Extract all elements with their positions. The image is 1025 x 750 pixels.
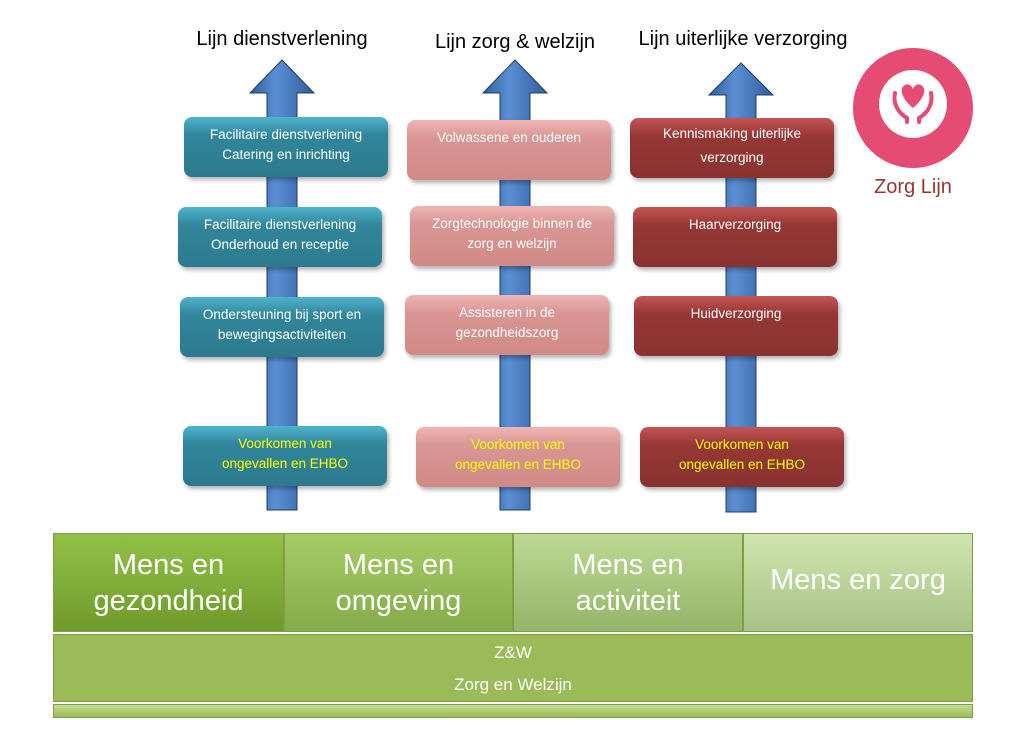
module-line: activiteit bbox=[575, 584, 681, 617]
course-box-ehbo: Voorkomen van ongevallen en EHBO bbox=[640, 427, 844, 487]
heart-in-hands-icon bbox=[853, 48, 973, 168]
base-footer-bar bbox=[53, 704, 973, 718]
module-line: gezondheid bbox=[93, 584, 244, 617]
course-box: Haarverzorging bbox=[633, 207, 837, 267]
column-title-dienstverlening: Lijn dienstverlening bbox=[196, 28, 368, 50]
course-line: Ondersteuning bij sport en bbox=[202, 307, 362, 322]
course-line: Voorkomen van bbox=[695, 437, 789, 452]
arrow-up-icon bbox=[707, 62, 775, 513]
course-line: Volwassene en ouderen bbox=[436, 130, 582, 145]
course-box: Volwassene en ouderen bbox=[407, 120, 611, 180]
course-line: verzorging bbox=[700, 150, 764, 165]
course-line: Facilitaire dienstverlening bbox=[209, 127, 363, 142]
base-zorg-en-welzijn: Z&W Zorg en Welzijn bbox=[53, 634, 973, 702]
course-line: gezondheidszorg bbox=[455, 325, 559, 340]
logo-label: Zorg Lijn bbox=[874, 176, 952, 198]
course-line: ongevallen en EHBO bbox=[454, 457, 582, 472]
base-name: Zorg en Welzijn bbox=[454, 675, 572, 694]
module-line: Mens en bbox=[342, 548, 455, 581]
module-line: Mens en zorg bbox=[770, 563, 946, 596]
course-box-ehbo: Voorkomen van ongevallen en EHBO bbox=[416, 427, 620, 487]
arrow-up-icon bbox=[248, 59, 316, 511]
module-line: Mens en bbox=[572, 548, 684, 581]
course-box: Kennismaking uiterlijke verzorging bbox=[630, 118, 834, 178]
progression-arrows bbox=[248, 59, 775, 513]
course-line: zorg en welzijn bbox=[467, 236, 557, 251]
module-line: Mens en bbox=[112, 548, 225, 581]
course-box: Ondersteuning bij sport en bewegingsactiv… bbox=[180, 297, 384, 357]
column-title-uiterlijke-verzorging: Lijn uiterlijke verzorging bbox=[638, 28, 848, 50]
course-line: ongevallen en EHBO bbox=[678, 457, 806, 472]
course-line: Assisteren in de bbox=[458, 305, 556, 320]
course-line: bewegingsactiviteiten bbox=[217, 327, 347, 342]
course-box: Assisteren in de gezondheidszorg bbox=[405, 295, 609, 355]
column-title-zorg-welzijn: Lijn zorg & welzijn bbox=[434, 31, 596, 53]
course-box: Huidverzorging bbox=[634, 296, 838, 356]
arrow-up-icon bbox=[481, 59, 549, 511]
course-line: Kennismaking uiterlijke bbox=[662, 126, 802, 141]
module-mens-en-zorg: Mens en zorg bbox=[743, 533, 973, 632]
course-line: Catering en inrichting bbox=[222, 147, 350, 162]
course-line: ongevallen en EHBO bbox=[221, 456, 349, 471]
module-line: omgeving bbox=[335, 584, 462, 617]
course-line: Facilitaire dienstverlening bbox=[203, 217, 357, 232]
course-line: Voorkomen van bbox=[471, 437, 565, 452]
course-line: Voorkomen van bbox=[238, 436, 332, 451]
course-line: Huidverzorging bbox=[690, 306, 782, 321]
course-line: Zorgtechnologie binnen de bbox=[432, 216, 592, 231]
base-abbr: Z&W bbox=[494, 643, 532, 662]
course-line: Haarverzorging bbox=[688, 217, 782, 232]
course-box-ehbo: Voorkomen van ongevallen en EHBO bbox=[183, 426, 387, 486]
course-box: Zorgtechnologie binnen de zorg en welzijn bbox=[410, 206, 614, 266]
course-line: Onderhoud en receptie bbox=[210, 237, 350, 252]
